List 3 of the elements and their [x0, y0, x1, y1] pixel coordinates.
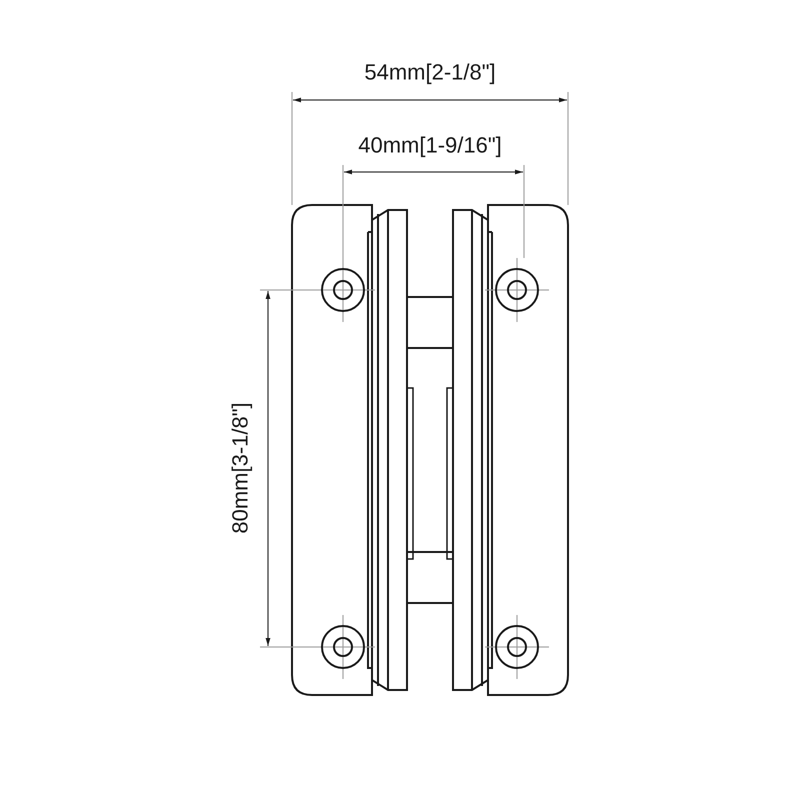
dimension-label: 40mm[1-9/16"] [358, 132, 502, 160]
dimension-label: 80mm[3-1/8"] [226, 402, 254, 534]
dimension-label: 54mm[2-1/8"] [364, 58, 496, 86]
